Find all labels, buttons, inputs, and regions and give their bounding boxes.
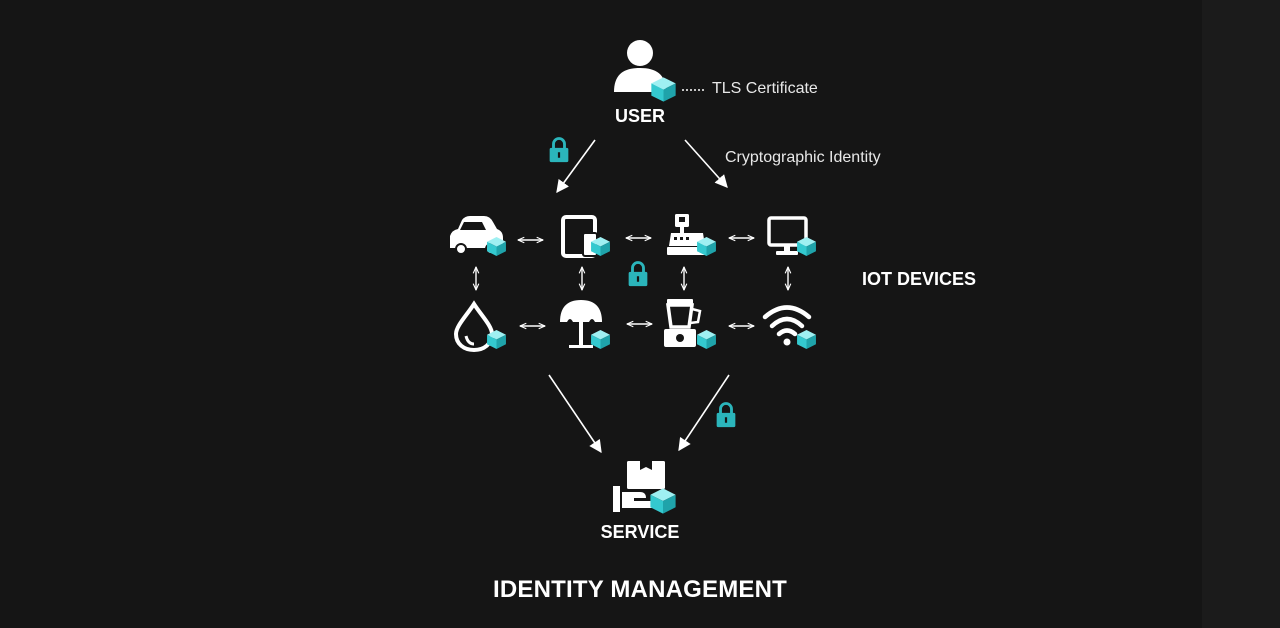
- iot-devices-label: IOT DEVICES: [862, 269, 977, 289]
- cash-register-icon: [667, 214, 707, 255]
- wifi-cube-icon: [797, 330, 816, 349]
- lock-icon-service: [715, 402, 737, 428]
- service-cube-icon: [650, 488, 676, 514]
- lock-icon-user-left: [548, 137, 570, 163]
- arrow-user-left: [556, 139, 596, 194]
- car-icon: [450, 216, 503, 255]
- drop-cube-icon: [487, 330, 506, 349]
- umbrella-icon: [560, 300, 602, 348]
- arrow-user-right: [684, 139, 728, 188]
- lock-icon-center: [627, 261, 649, 287]
- monitor-icon: [767, 216, 808, 255]
- tls-certificate-label: TLS Certificate: [712, 80, 818, 97]
- right-shade: [1202, 0, 1280, 628]
- user-label: USER: [614, 106, 665, 126]
- water-drop-icon: [453, 300, 495, 353]
- cryptographic-identity-label: Cryptographic Identity: [725, 149, 881, 166]
- monitor-cube-icon: [797, 237, 816, 256]
- blender-cube-icon: [697, 330, 716, 349]
- arrow-right-service: [678, 374, 730, 452]
- service-label: SERVICE: [600, 522, 680, 542]
- blender-icon: [664, 299, 702, 347]
- page-title: IDENTITY MANAGEMENT: [492, 576, 788, 603]
- wifi-icon: [762, 305, 812, 346]
- umbrella-cube-icon: [591, 330, 610, 349]
- arrow-left-service: [548, 374, 602, 454]
